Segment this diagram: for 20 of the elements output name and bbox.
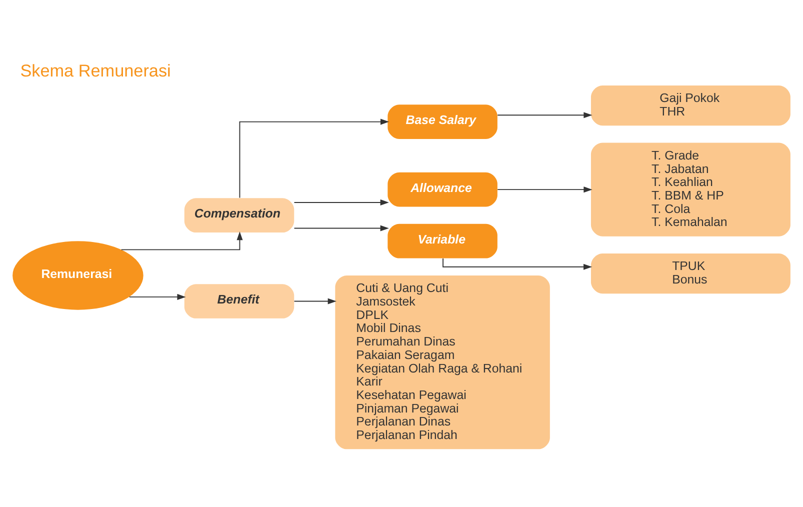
arrow — [294, 298, 336, 304]
node-box: TPUK Bonus — [590, 253, 790, 294]
node-box: Benefit — [184, 284, 294, 318]
node-box: Cuti & Uang Cuti Jamsostek DPLK Mobil Dinas Perumahan Dinas Pakaian Seragam Kegiatan Olah Raga & Rohani Karir Kesehatan Pegawai Pinjaman Pegawai Perjalanan Dinas Perjalanan Pindah — [335, 274, 550, 449]
arrow — [497, 112, 592, 118]
arrow — [120, 230, 243, 250]
node-box: Gaji Pokok THR — [590, 85, 790, 126]
arrow — [442, 257, 592, 270]
node-box: Allowance — [388, 172, 498, 206]
node-box: T. Grade T. Jabatan T. Keahlian T. BBM & HP T. Cola T. Kemahalan — [590, 142, 790, 236]
arrow — [239, 118, 390, 198]
arrow — [128, 293, 186, 300]
node-ellipse: Remunerasi — [12, 240, 144, 310]
node-box: Variable — [388, 223, 498, 258]
node-box: Compensation — [184, 198, 294, 232]
arrow — [294, 198, 389, 205]
arrow — [294, 224, 389, 231]
diagram-title: Skema Remunerasi — [20, 60, 171, 80]
node-box: Base Salary — [388, 104, 498, 138]
arrow — [497, 186, 592, 192]
